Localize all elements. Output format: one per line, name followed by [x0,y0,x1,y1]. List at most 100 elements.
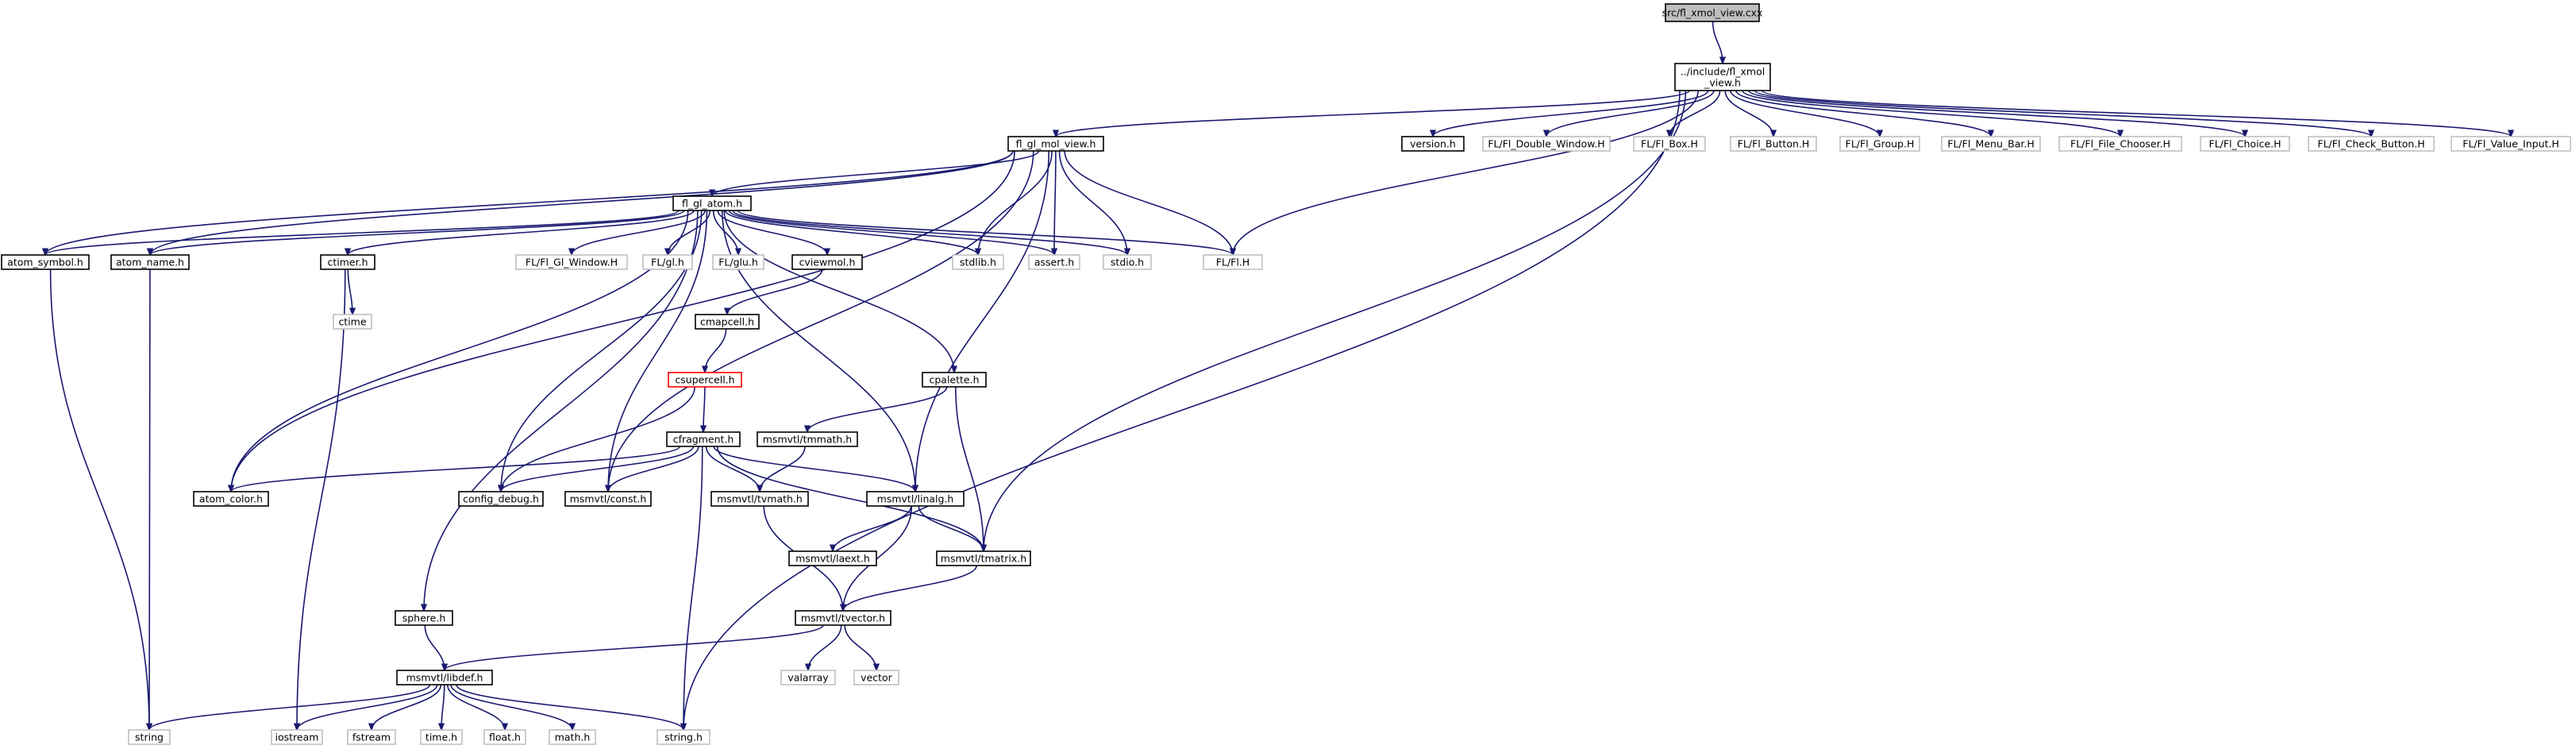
edge-flglatom-to-flglu [712,210,738,255]
node-const[interactable]: msmvtl/const.h [564,491,652,507]
node-atomsymbol-box [1,254,90,270]
node-cviewmol[interactable]: cviewmol.h [791,254,863,270]
node-iostream[interactable]: iostream [271,729,323,745]
node-tvector[interactable]: msmvtl/tvector.h [795,610,891,626]
node-libdef[interactable]: msmvtl/libdef.h [396,670,493,685]
node-fldoublewindow[interactable]: FL/Fl_Double_Window.H [1482,136,1611,152]
node-string-box [128,729,171,745]
node-tmmath[interactable]: msmvtl/tmmath.h [757,431,858,447]
node-flgl[interactable]: FL/gl.h [642,254,693,270]
node-linalg[interactable]: msmvtl/linalg.h [866,491,965,507]
node-flbox[interactable]: FL/Fl_Box.H [1633,136,1706,152]
edge-cfragment-to-linalg [713,446,915,492]
node-flglwindow[interactable]: FL/Fl_Gl_Window.H [515,254,628,270]
node-version[interactable]: version.h [1401,136,1465,152]
node-flgroup[interactable]: FL/Fl_Group.H [1839,136,1920,152]
node-sphere[interactable]: sphere.h [395,610,453,626]
node-ctimer-box [320,254,375,270]
edge-tvector-to-valarray [808,624,842,670]
node-cfragment[interactable]: cfragment.h [666,431,741,447]
node-stdio[interactable]: stdio.h [1103,254,1152,270]
node-fldoublewindow-box [1482,136,1611,152]
node-tvmath[interactable]: msmvtl/tvmath.h [710,491,809,507]
node-flglatom[interactable]: fl_gl_atom.h [672,195,752,211]
edge-linalg-to-tvector [843,505,913,611]
node-flvalueinput[interactable]: FL/Fl_Value_Input.H [2451,136,2571,152]
node-valarray-box [780,670,836,685]
node-valarray[interactable]: valarray [780,670,836,685]
node-flfl[interactable]: FL/Fl.H [1203,254,1263,270]
edge-flglmolview-to-stdio [1058,150,1128,255]
node-flglu[interactable]: FL/glu.h [712,254,764,270]
node-ctime[interactable]: ctime [333,314,372,330]
edge-flxmolview-to-flfilechooser [1742,90,2120,137]
node-flglmolview[interactable]: fl_gl_mol_view.h [1007,136,1104,152]
node-tmatrix[interactable]: msmvtl/tmatrix.h [936,550,1031,566]
node-flglmolview-label: fl_gl_mol_view.h [1016,138,1096,150]
edge-flglmolview-to-flglatom [712,150,1040,196]
node-atomsymbol[interactable]: atom_symbol.h [1,254,90,270]
node-cpalette-label: cpalette.h [929,374,979,386]
edge-flglatom-to-atomname [150,210,685,256]
edge-tvector-to-vector [844,624,876,670]
node-timeh-box [420,729,463,745]
edge-flglatom-to-stdlib [724,210,978,255]
edge-root-to-flxmolview [1712,21,1723,64]
edge-flxmolview-to-flmenubar [1735,90,1991,137]
node-mathh-label: math.h [555,732,591,743]
node-cpalette[interactable]: cpalette.h [922,372,987,388]
node-floath[interactable]: float.h [483,729,526,745]
node-cpalette-box [922,372,987,388]
edge-flxmolview-to-flgroup [1730,90,1880,137]
edge-flglatom-to-stdio [732,210,1127,256]
node-flxmolview[interactable]: ../include/fl_xmol_view.h [1674,63,1771,91]
node-mathh[interactable]: math.h [549,729,596,745]
node-flglmolview-box [1007,136,1104,152]
node-mathh-box [549,729,596,745]
edge-libdef-to-timeh [441,684,445,730]
edge-flglatom-to-flglwindow [572,210,706,255]
node-atomname-label: atom_name.h [116,257,184,268]
node-flchoice[interactable]: FL/Fl_Choice.H [2200,136,2290,152]
node-assert[interactable]: assert.h [1028,254,1080,270]
node-flmenubar[interactable]: FL/Fl_Menu_Bar.H [1941,136,2041,152]
node-laext[interactable]: msmvtl/laext.h [788,550,877,566]
node-stdlib-box [952,254,1004,270]
edge-cfragment-to-tmatrix [716,446,984,551]
node-flfl-label: FL/Fl.H [1216,257,1249,268]
edge-tmatrix-to-tvector [843,565,977,611]
node-ctimer[interactable]: ctimer.h [320,254,375,270]
edge-libdef-to-mathh [450,684,572,730]
edge-cpalette-to-tmatrix [955,386,984,551]
node-flcheckbutton[interactable]: FL/Fl_Check_Button.H [2308,136,2435,152]
node-vector[interactable]: vector [853,670,899,685]
edge-flglatom-to-ctimer [348,210,695,255]
node-flvalueinput-label: FL/Fl_Value_Input.H [2462,138,2559,150]
node-assert-label: assert.h [1034,257,1074,268]
node-atomcolor[interactable]: atom_color.h [193,491,269,507]
node-flfilechooser[interactable]: FL/Fl_File_Chooser.H [2058,136,2182,152]
node-csupercell[interactable]: csupercell.h [668,372,742,388]
node-stringh-box [657,729,710,745]
node-iostream-label: iostream [275,732,319,743]
node-fldoublewindow-label: FL/Fl_Double_Window.H [1488,138,1604,150]
node-flgl-box [642,254,693,270]
node-configdebug[interactable]: config_debug.h [458,491,544,507]
node-fstream-box [347,729,396,745]
node-stringh[interactable]: string.h [657,729,710,745]
node-flbutton[interactable]: FL/Fl_Button.H [1730,136,1817,152]
edge-flglatom-to-flgl [668,210,710,255]
node-atomname[interactable]: atom_name.h [110,254,190,270]
node-timeh-label: time.h [425,732,457,743]
edge-tvector-to-libdef [445,624,824,671]
node-fstream[interactable]: fstream [347,729,396,745]
dependency-edges [45,21,2511,730]
edge-cpalette-to-tmmath [807,386,948,432]
node-cmapcell[interactable]: cmapcell.h [695,314,760,330]
node-configdebug-label: config_debug.h [463,493,539,505]
node-root[interactable]: src/fl_xmol_view.cxx [1662,3,1763,22]
node-timeh[interactable]: time.h [420,729,463,745]
node-string[interactable]: string [128,729,171,745]
node-stdlib[interactable]: stdlib.h [952,254,1004,270]
